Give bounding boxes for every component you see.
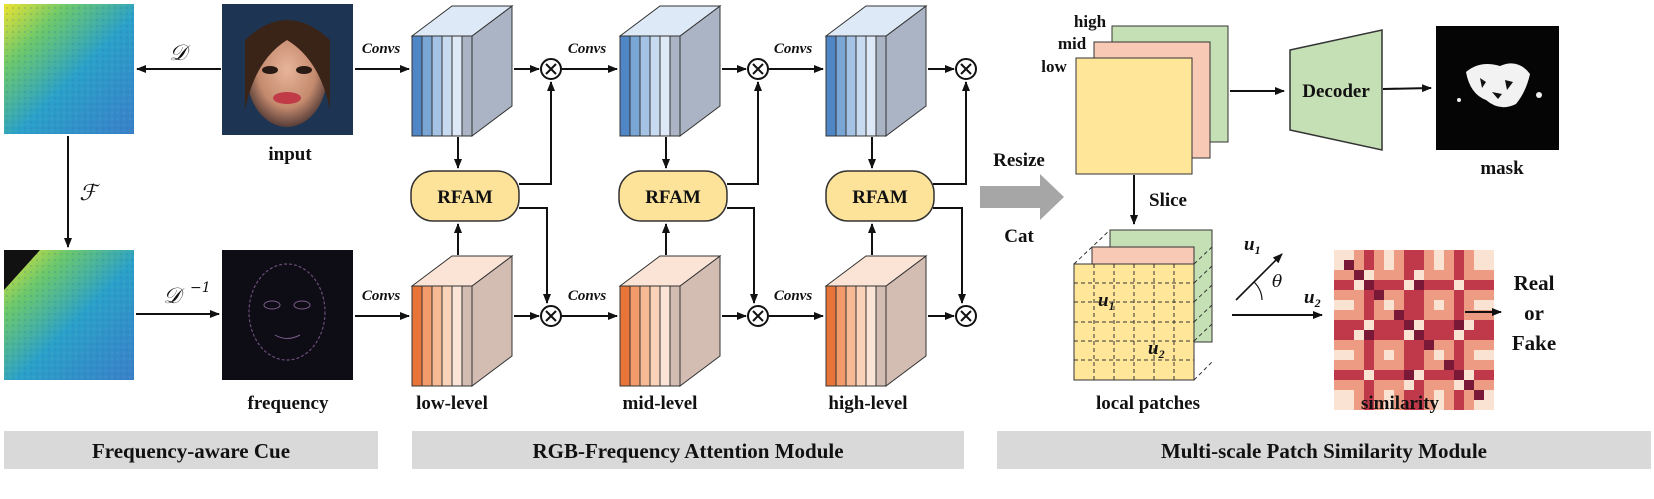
resize-label: Resize [993,150,1045,171]
convs-label-bottom-1: Convs [362,288,401,304]
dct-symbol: 𝒟 [169,41,191,66]
patch-u2-label: u2 [1148,338,1165,361]
rfam-module-2: RFAM [618,170,728,222]
svg-text:Multi-scale Patch Similarity M: Multi-scale Patch Similarity Module [1161,439,1487,463]
convs-label-top-2: Convs [568,41,607,57]
rfam-connectors [454,58,977,327]
svg-text:Decoder: Decoder [1302,81,1370,102]
mid-level-label: mid-level [623,393,698,414]
local-patches-label: local patches [1096,393,1200,414]
decoder-block: Decoder [1289,29,1383,151]
idct-symbol: 𝒟 [163,284,185,309]
rfam-module-3: RFAM [825,170,935,222]
low-level-label: low-level [416,393,488,414]
mask-image [1436,26,1559,150]
section-bar-mps: Multi-scale Patch Similarity Module [997,431,1651,469]
svg-text:RFAM: RFAM [437,187,493,208]
rgb-feature-block-2 [618,5,722,137]
input-label: input [268,144,312,165]
frequency-label: frequency [248,393,329,414]
input-face-image [222,4,353,135]
mid-label: mid [1058,34,1087,53]
vector-angle-diagram [1232,253,1323,319]
convs-label-bottom-3: Convs [774,288,813,304]
spectrum-image-top [4,4,134,134]
fake-label: Fake [1512,331,1556,355]
freq-feature-block-2 [618,255,722,387]
rgb-feature-block-3 [824,5,928,137]
real-label: Real [1514,271,1555,295]
similarity-label: similarity [1361,393,1440,414]
feature-stack [1075,25,1229,175]
convs-label-top-1: Convs [362,41,401,57]
section-bar-rgb: RGB-Frequency Attention Module [412,431,964,469]
high-label: high [1074,12,1107,31]
cat-label: Cat [1004,226,1034,247]
rgb-feature-block-1 [410,5,514,137]
rfam-module-1: RFAM [410,170,520,222]
vector-u2-label: u2 [1304,287,1321,310]
section-bar-frequency: Frequency-aware Cue [4,431,378,469]
patch-u1-label: u1 [1098,290,1115,313]
decoder-to-mask-arrow [1382,84,1432,93]
svg-text:RGB-Frequency Attention Module: RGB-Frequency Attention Module [532,439,843,463]
idct-exponent: −1 [190,280,211,296]
resize-cat-arrow [980,174,1064,220]
frequency-image [222,250,353,380]
mask-label: mask [1480,158,1524,179]
convs-label-bottom-2: Convs [568,288,607,304]
similarity-matrix [1334,250,1494,410]
freq-feature-block-3 [824,255,928,387]
svg-text:RFAM: RFAM [645,187,701,208]
svg-text:RFAM: RFAM [852,187,908,208]
slice-label: Slice [1149,190,1187,211]
convs-label-top-3: Convs [774,41,813,57]
freq-feature-block-1 [410,255,514,387]
fft-symbol: ℱ [79,181,100,206]
low-label: low [1041,57,1067,76]
or-label: or [1524,301,1544,325]
svg-text:Frequency-aware Cue: Frequency-aware Cue [92,439,290,463]
spectrum-image-bottom [4,250,134,380]
high-level-label: high-level [828,393,907,414]
theta-label: θ [1272,272,1282,292]
local-patches-cube [1073,229,1213,381]
vector-u1-label: u1 [1244,234,1261,257]
